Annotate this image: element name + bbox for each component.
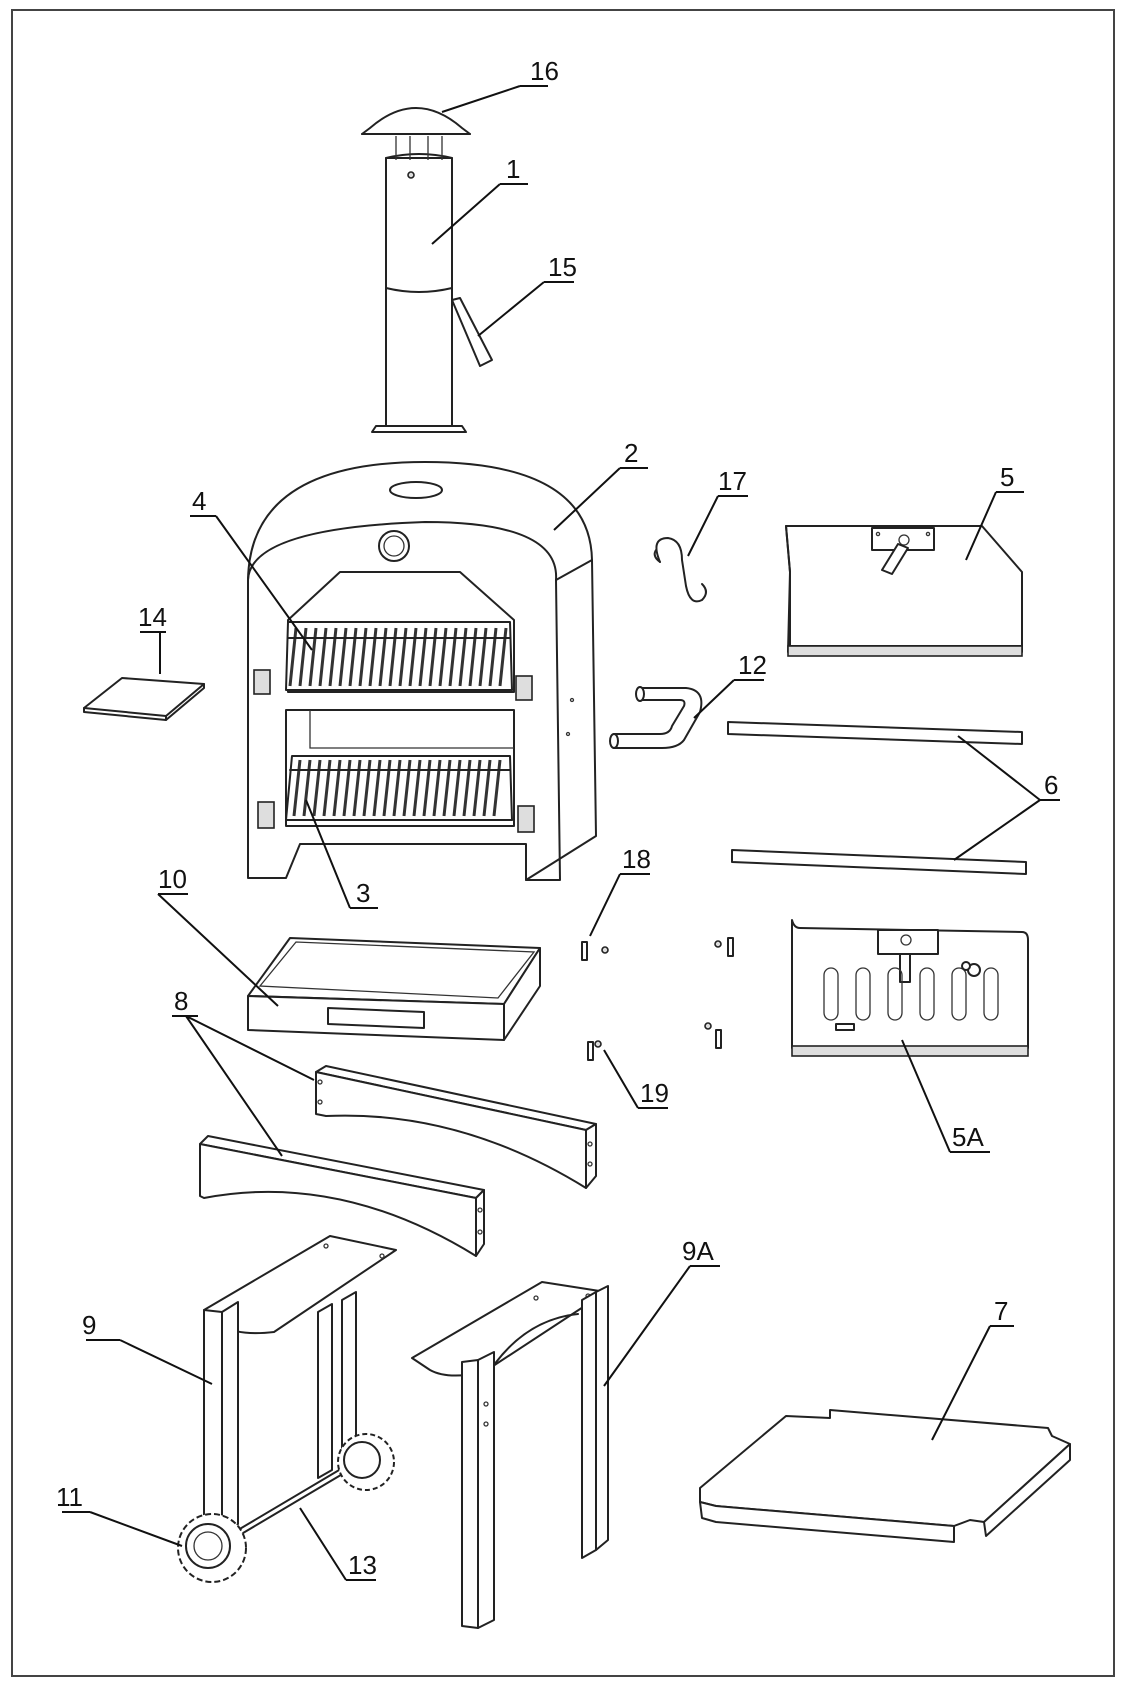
leader-3 (305, 799, 378, 909)
part-7-bottom-shelf (699, 1409, 1071, 1543)
part-14-pizza-stone (83, 677, 205, 721)
leader-7 (931, 1325, 1014, 1441)
callout-16: 16 (530, 56, 559, 86)
part-5-upper-door (785, 525, 1023, 657)
callout-18: 18 (622, 844, 651, 874)
part-8-frame-rails (199, 1065, 597, 1257)
leader-17 (687, 495, 748, 557)
leader-16 (441, 85, 548, 113)
part-17-s-hook (653, 537, 707, 603)
leader-1 (431, 183, 528, 245)
part-4-upper-grill-rack (285, 621, 513, 691)
leader-lines (62, 85, 1060, 1581)
part-9a-leg-frame (411, 1281, 609, 1629)
part-16-chimney-cap (361, 107, 471, 135)
leader-19 (603, 1049, 668, 1109)
part-18-19-bolts (581, 937, 734, 1061)
callout-11: 11 (56, 1482, 83, 1512)
callout-17: 17 (718, 466, 747, 496)
leader-9 (86, 1339, 213, 1385)
leader-5A (901, 1039, 990, 1153)
callout-14: 14 (138, 602, 167, 632)
leader-12 (693, 679, 764, 719)
callout-15: 15 (548, 252, 577, 282)
leader-4 (190, 515, 313, 651)
part-10-ash-drawer (247, 937, 541, 1041)
part-11-wheels (177, 1433, 395, 1583)
part-12-oven-handle (609, 686, 703, 749)
leader-9A (603, 1265, 720, 1387)
callout-12: 12 (738, 650, 767, 680)
leader-8 (172, 1015, 315, 1157)
page-frame (11, 9, 1115, 1677)
leader-15 (477, 281, 574, 337)
part-1-chimney-pipe (371, 136, 467, 433)
leader-18 (589, 873, 650, 937)
leader-13 (299, 1507, 376, 1581)
callout-4: 4 (192, 486, 206, 516)
callout-2: 2 (624, 438, 638, 468)
part-15-damper-handle (451, 297, 493, 367)
callout-6: 6 (1044, 770, 1058, 800)
leader-10 (157, 893, 279, 1007)
callout-labels: 16 1 15 2 4 14 17 5 12 6 3 10 18 8 19 5A… (56, 56, 1058, 1580)
callout-9: 9 (82, 1310, 96, 1340)
callout-1: 1 (506, 154, 520, 184)
callout-8: 8 (174, 986, 188, 1016)
leader-5 (965, 491, 1024, 561)
callout-5: 5 (1000, 462, 1014, 492)
leader-11 (62, 1511, 183, 1547)
part-9-wheel-leg-frame (203, 1235, 397, 1537)
part-6-support-rods (727, 721, 1027, 875)
leader-2 (553, 467, 648, 531)
callout-9a: 9A (682, 1236, 714, 1266)
leader-14 (140, 631, 166, 674)
part-5a-lower-door (791, 919, 1029, 1057)
leader-6 (953, 735, 1060, 861)
part-3-lower-grill-rack (285, 755, 513, 821)
callout-13: 13 (348, 1550, 377, 1580)
callout-7: 7 (994, 1296, 1008, 1326)
callout-19: 19 (640, 1078, 669, 1108)
callout-3: 3 (356, 878, 370, 908)
callout-10: 10 (158, 864, 187, 894)
callout-5a: 5A (952, 1122, 984, 1152)
